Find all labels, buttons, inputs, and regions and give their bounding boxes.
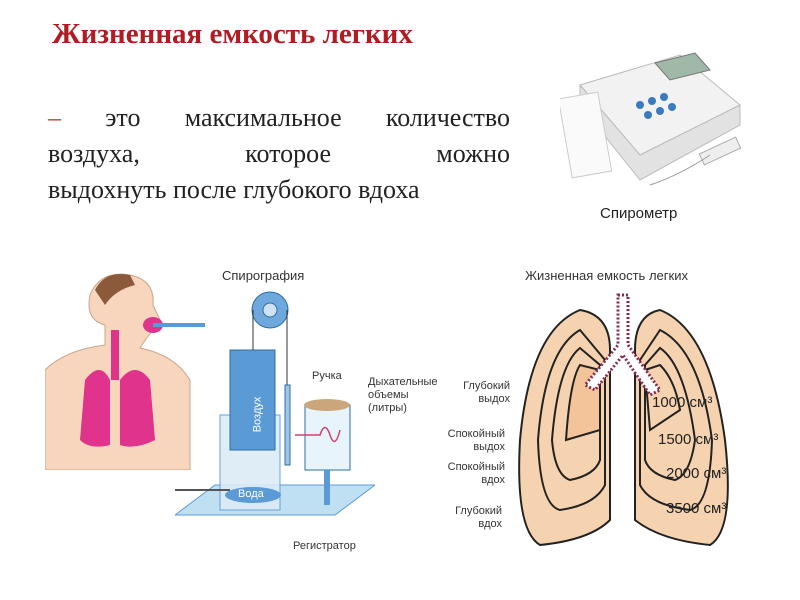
air-label: Воздух [251, 396, 264, 433]
human-breathing-illustration [45, 273, 205, 470]
definition-line-3: выдохнуть после глубокого вдоха [48, 175, 420, 204]
lung-label-deep-exhale: Глубокий выдох [463, 380, 510, 405]
dash: – [48, 103, 61, 132]
definition-line-1: это максимальное количество [105, 103, 510, 132]
pen-label: Ручка [312, 370, 342, 382]
water-label: Вода [238, 488, 264, 500]
volumes-label: Дыхательные объемы (литры) [368, 376, 438, 414]
lungs-illustration [518, 293, 729, 547]
lung-label-calm-inhale: Спокойный вдох [447, 461, 505, 486]
volume-2000: 2000 см³ [666, 465, 727, 482]
definition-text: – это максимальное количество воздуха, к… [48, 100, 510, 208]
volume-1500: 1500 см³ [658, 431, 719, 448]
slide-title: Жизненная емкость легких [52, 18, 413, 50]
volume-1000: 1000 см³ [652, 394, 713, 411]
spirograph-illustration [175, 291, 375, 516]
volume-3500: 3500 см³ [666, 500, 727, 517]
definition-line-2: воздуха, которое можно [48, 139, 510, 168]
recorder-label: Регистратор [293, 540, 356, 552]
spirometer-image [560, 52, 742, 186]
lung-label-calm-exhale: Спокойный выдох [447, 428, 505, 453]
lungs-title: Жизненная емкость легких [525, 268, 688, 283]
spirometer-caption: Спирометр [600, 205, 678, 222]
spirography-title: Спирография [222, 268, 305, 283]
lung-label-deep-inhale: Глубокий вдох [455, 505, 502, 530]
